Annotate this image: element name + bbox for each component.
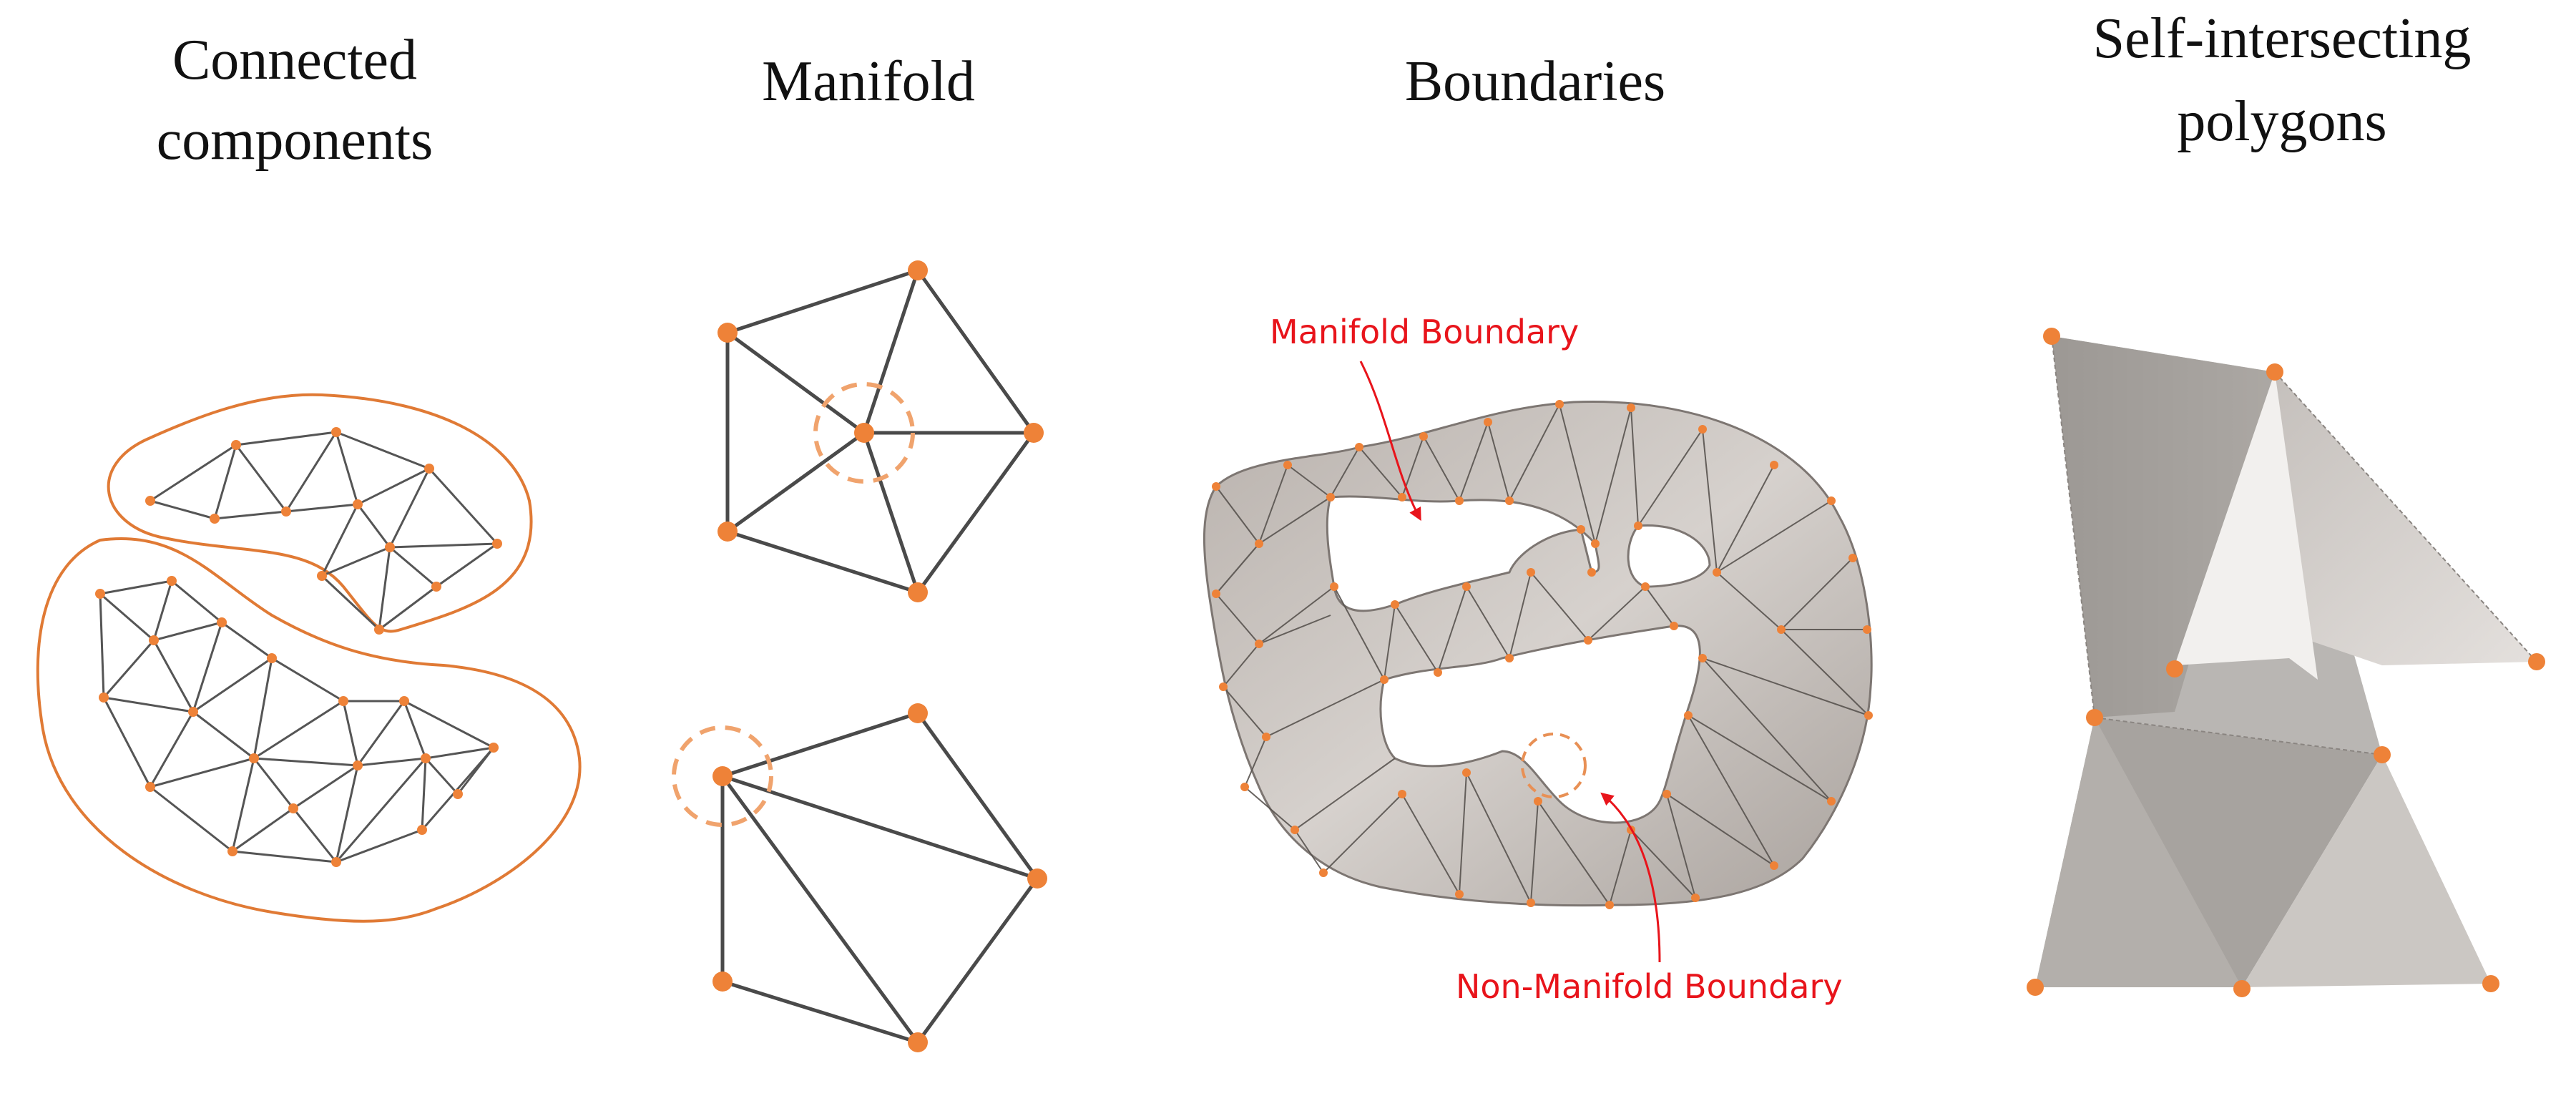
- manifold-boundary-label: Manifold Boundary: [1270, 313, 1579, 351]
- self-intersecting-panel: [2027, 328, 2545, 997]
- lower-mesh: [99, 579, 495, 863]
- component-vertices: [95, 427, 502, 867]
- non-manifold-vertex-highlight: [1521, 733, 1587, 798]
- lower-triangle-right: [2242, 755, 2491, 987]
- panel-title-self-intersecting-line2: polygons: [2177, 90, 2386, 153]
- component-outline-upper: [107, 393, 533, 633]
- connected-components-panel: [36, 393, 582, 923]
- panel-title-self-intersecting-line1: Self-intersecting: [2093, 7, 2472, 70]
- upper-mesh: [150, 431, 499, 631]
- boundary-vertex-fan: [720, 711, 1039, 1044]
- polygon-edges: [2051, 336, 2537, 755]
- component-outline-lower: [36, 537, 582, 923]
- mesh-with-holes: [1203, 400, 1873, 907]
- manifold-vertex-fan: [725, 268, 1036, 594]
- panel-title-manifold: Manifold: [762, 50, 975, 113]
- boundaries-panel: Manifold Boundary Non-Manifold Boundary: [1203, 313, 1873, 1006]
- non-manifold-boundary-label: Non-Manifold Boundary: [1456, 967, 1843, 1006]
- panel-title-connected-line2: components: [157, 109, 434, 172]
- manifold-vertex-highlight: [813, 382, 915, 484]
- boundary-fan-vertices: [712, 703, 1047, 1052]
- lower-triangle-mid: [2035, 718, 2242, 987]
- manifold-boundary-arrow: [1359, 361, 1421, 522]
- manifold-fan-vertices: [718, 260, 1044, 602]
- inner-fold: [2175, 372, 2318, 680]
- boundary-vertex-highlight: [672, 725, 773, 827]
- mesh-vertices: [1212, 400, 1873, 909]
- polygon-vertices: [2027, 328, 2545, 997]
- panel-title-boundaries: Boundaries: [1405, 50, 1665, 113]
- non-manifold-boundary-arrow: [1600, 792, 1661, 963]
- panel-title-connected-line1: Connected: [172, 29, 417, 92]
- mesh-wireframe: [1215, 403, 1869, 906]
- manifold-panel: [672, 260, 1047, 1052]
